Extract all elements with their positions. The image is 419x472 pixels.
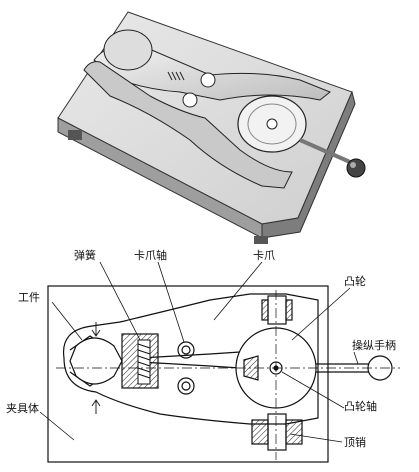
plate-foot	[68, 130, 82, 140]
plate-foot	[254, 236, 268, 244]
label-fixture-body: 夹具体	[6, 401, 39, 415]
label-workpiece: 工件	[18, 291, 40, 304]
label-jaw: 卡爪	[253, 249, 275, 262]
isometric-view	[57, 11, 366, 244]
jaw-slot	[139, 351, 241, 369]
ejector-pin-bottom-hatch	[285, 419, 303, 445]
cam-shaft-3d	[266, 118, 278, 130]
label-cam: 凸轮	[344, 274, 366, 288]
jaw-shaft-pin-3d	[200, 72, 216, 88]
label-cam-shaft: 凸轮轴	[344, 399, 377, 413]
ejector-pin-top-hatch	[261, 299, 269, 321]
jaw-shaft-upper	[177, 341, 195, 359]
handle-knob-3d	[346, 158, 366, 178]
label-handle: 操纵手柄	[352, 338, 396, 352]
ejector-pin-bottom-hatch	[251, 419, 269, 445]
jaw-shaft-pin-3d	[182, 92, 198, 108]
clamp-arrow-top	[91, 322, 101, 337]
fixture-body-outline	[47, 285, 329, 463]
ejector-pin-top	[267, 295, 287, 325]
label-jaw-shaft: 卡爪轴	[134, 248, 167, 262]
section-drawing	[39, 261, 400, 463]
workpiece	[69, 337, 123, 385]
jaw-shaft-lower-inner	[181, 381, 191, 391]
jaw-body	[62, 293, 319, 425]
label-spring: 弹簧	[74, 248, 96, 262]
spring	[137, 339, 151, 385]
jaw-shaft-upper-inner	[181, 345, 191, 355]
jaw-lower	[83, 61, 293, 189]
cam-3d-inner	[247, 103, 297, 145]
ejector-pin-bottom	[267, 413, 287, 451]
ejector-pin-top-hatch	[285, 299, 293, 321]
leader-lines	[39, 261, 359, 443]
handle-rod-3d	[299, 138, 351, 164]
handle-knob-3d-highlight	[350, 162, 356, 168]
workpiece-3d	[103, 29, 153, 71]
label-ejector-pin: 顶销	[344, 435, 366, 449]
spring-3d	[167, 71, 185, 81]
clamp-arrow-bottom	[91, 399, 101, 414]
jaw-shaft-lower	[177, 377, 195, 395]
